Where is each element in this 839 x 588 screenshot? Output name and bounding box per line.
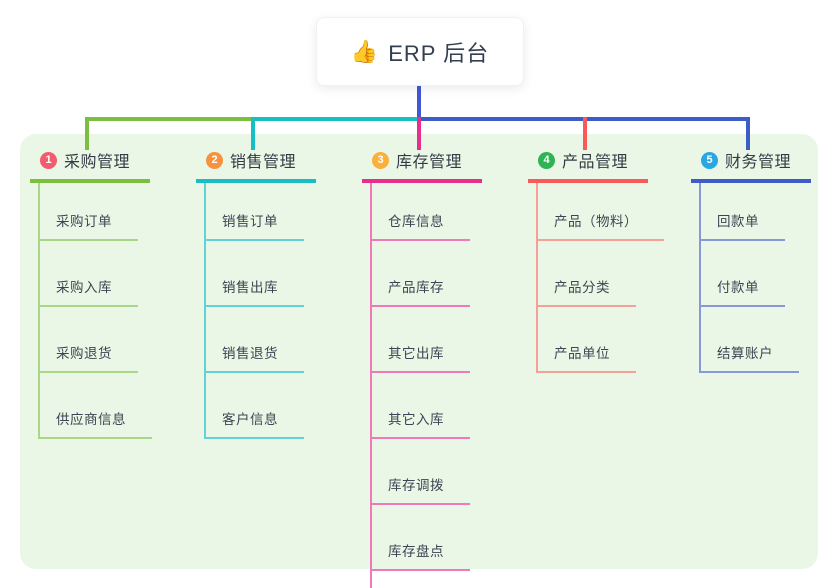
child-node[interactable]: 库存盘点 (372, 505, 470, 571)
child-node[interactable]: 结算账户 (701, 307, 799, 373)
branch-1: 1 采购管理采购订单采购入库采购退货供应商信息 (30, 148, 152, 439)
rail-segment-purchase (85, 117, 251, 121)
rail-segment-sales (251, 117, 417, 121)
branch-label: 销售管理 (230, 154, 297, 171)
branch-title[interactable]: 3 库存管理 (362, 148, 482, 183)
branch-title[interactable]: 4 产品管理 (528, 148, 648, 183)
branch-drop-line (583, 117, 587, 150)
branch-number-badge: 5 (701, 151, 718, 169)
child-node[interactable]: 出库库明细 (372, 571, 484, 588)
child-node[interactable]: 产品分类 (538, 241, 636, 307)
branch-5: 5 财务管理回款单付款单结算账户 (691, 148, 811, 373)
child-node[interactable]: 其它入库 (372, 373, 470, 439)
branch-children: 仓库信息产品库存其它出库其它入库库存调拨库存盘点出库库明细 (370, 183, 484, 588)
branch-4: 4 产品管理产品（物料）产品分类产品单位 (528, 148, 664, 373)
branch-number-badge: 1 (40, 151, 57, 169)
child-node[interactable]: 产品库存 (372, 241, 470, 307)
branch-children: 产品（物料）产品分类产品单位 (536, 183, 664, 373)
child-node[interactable]: 回款单 (701, 183, 785, 241)
child-node[interactable]: 销售退货 (206, 307, 304, 373)
branch-drop-line (251, 117, 255, 150)
root-label: ERP 后台 (388, 40, 490, 66)
branch-drop-line (85, 117, 89, 150)
thumbs-up-icon: 👍 (350, 38, 379, 64)
child-node[interactable]: 供应商信息 (40, 373, 152, 439)
branch-label: 财务管理 (725, 154, 792, 171)
branch-label: 采购管理 (64, 154, 131, 171)
branch-title[interactable]: 2 销售管理 (196, 148, 316, 183)
branch-2: 2 销售管理销售订单销售出库销售退货客户信息 (196, 148, 316, 439)
child-node[interactable]: 库存调拨 (372, 439, 470, 505)
child-node[interactable]: 产品（物料） (538, 183, 664, 241)
root-node[interactable]: 👍 ERP 后台 (316, 17, 524, 86)
branch-3: 3 库存管理仓库信息产品库存其它出库其它入库库存调拨库存盘点出库库明细 (362, 148, 484, 588)
branch-number-badge: 4 (538, 151, 555, 169)
child-node[interactable]: 产品单位 (538, 307, 636, 373)
child-node[interactable]: 仓库信息 (372, 183, 470, 241)
branch-number-badge: 2 (206, 151, 223, 169)
branch-children: 采购订单采购入库采购退货供应商信息 (38, 183, 152, 439)
branch-number-badge: 3 (372, 151, 389, 169)
branch-children: 回款单付款单结算账户 (699, 183, 799, 373)
branch-title[interactable]: 1 采购管理 (30, 148, 150, 183)
child-node[interactable]: 采购入库 (40, 241, 138, 307)
child-node[interactable]: 付款单 (701, 241, 785, 307)
child-node[interactable]: 其它出库 (372, 307, 470, 373)
child-node[interactable]: 采购订单 (40, 183, 138, 241)
branches-panel (20, 134, 818, 569)
branch-title[interactable]: 5 财务管理 (691, 148, 811, 183)
branch-label: 库存管理 (396, 154, 463, 171)
root-connector-line (417, 85, 421, 121)
child-node[interactable]: 销售出库 (206, 241, 304, 307)
branch-children: 销售订单销售出库销售退货客户信息 (204, 183, 304, 439)
child-node[interactable]: 采购退货 (40, 307, 138, 373)
branch-label: 产品管理 (562, 154, 629, 171)
branch-drop-line (746, 117, 750, 150)
branch-drop-line (417, 117, 421, 150)
child-node[interactable]: 销售订单 (206, 183, 304, 241)
child-node[interactable]: 客户信息 (206, 373, 304, 439)
